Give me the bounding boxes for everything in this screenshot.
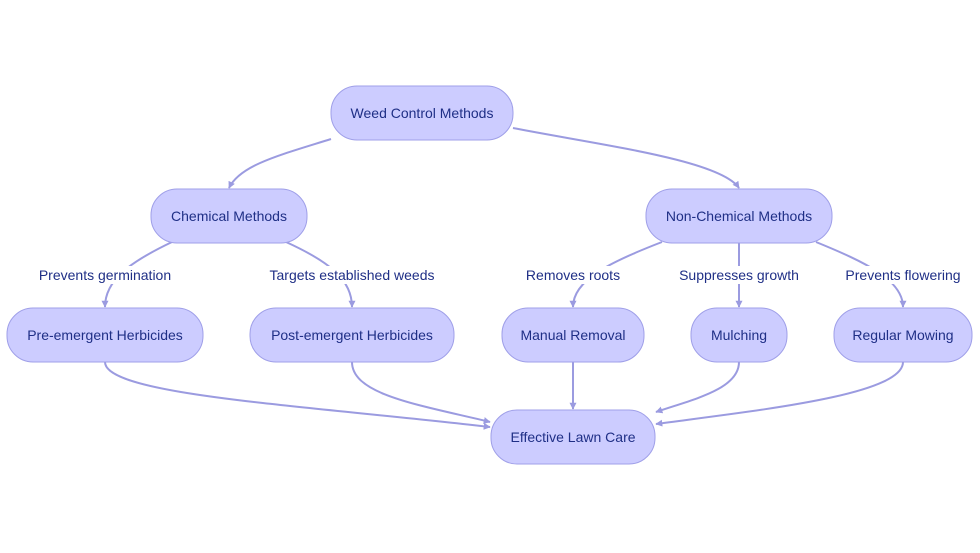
- node-label: Manual Removal: [520, 327, 625, 343]
- node-box: [490, 409, 656, 465]
- edge-label-text: Prevents germination: [39, 267, 171, 283]
- node-mulching: Mulching: [690, 307, 788, 363]
- node-box: [330, 85, 514, 141]
- edge-label-mulching: Suppresses growth: [676, 266, 802, 284]
- edge-mulching-to-effective-lawn-care: [655, 361, 740, 414]
- node-chemical-methods: Chemical Methods: [150, 188, 308, 244]
- node-post-emergent-herbicides: Post-emergent Herbicides: [249, 307, 455, 363]
- node-box: [501, 307, 645, 363]
- edge-label-text: Targets established weeds: [270, 267, 435, 283]
- node-label: Mulching: [711, 327, 767, 343]
- edge-label-background: [35, 266, 175, 284]
- node-label: Regular Mowing: [852, 327, 953, 343]
- edge-labels-layer: Prevents germination Targets established …: [35, 266, 964, 284]
- edge-pre-emergent-herbicides-to-effective-lawn-care: [104, 361, 491, 430]
- node-label: Post-emergent Herbicides: [271, 327, 433, 343]
- node-non-chemical-methods: Non-Chemical Methods: [645, 188, 833, 244]
- edge-label-text: Suppresses growth: [679, 267, 799, 283]
- node-label: Chemical Methods: [171, 208, 287, 224]
- edge-label-manual-removal: Removes roots: [522, 266, 624, 284]
- edge-label-post-emergent-herbicides: Targets established weeds: [266, 266, 438, 284]
- node-box: [6, 307, 204, 363]
- node-box: [833, 307, 973, 363]
- node-effective-lawn-care: Effective Lawn Care: [490, 409, 656, 465]
- node-box: [150, 188, 308, 244]
- edge-weed-control-methods-to-non-chemical-methods: [512, 127, 740, 189]
- edge-label-regular-mowing: Prevents flowering: [842, 266, 964, 284]
- node-box: [249, 307, 455, 363]
- node-label: Weed Control Methods: [351, 105, 494, 121]
- node-label: Non-Chemical Methods: [666, 208, 812, 224]
- node-pre-emergent-herbicides: Pre-emergent Herbicides: [6, 307, 204, 363]
- edge-regular-mowing-to-effective-lawn-care: [655, 361, 904, 427]
- node-label: Pre-emergent Herbicides: [27, 327, 183, 343]
- node-weed-control-methods: Weed Control Methods: [330, 85, 514, 141]
- node-box: [690, 307, 788, 363]
- edge-label-background: [266, 266, 438, 284]
- node-label: Effective Lawn Care: [510, 429, 635, 445]
- node-manual-removal: Manual Removal: [501, 307, 645, 363]
- edge-weed-control-methods-to-chemical-methods: [228, 138, 332, 189]
- edge-label-background: [522, 266, 624, 284]
- edge-label-text: Prevents flowering: [845, 267, 960, 283]
- node-regular-mowing: Regular Mowing: [833, 307, 973, 363]
- edge-label-text: Removes roots: [526, 267, 620, 283]
- edge-label-pre-emergent-herbicides: Prevents germination: [35, 266, 175, 284]
- edge-label-background: [842, 266, 964, 284]
- node-box: [645, 188, 833, 244]
- edge-post-emergent-herbicides-to-effective-lawn-care: [351, 361, 491, 424]
- edge-label-background: [676, 266, 802, 284]
